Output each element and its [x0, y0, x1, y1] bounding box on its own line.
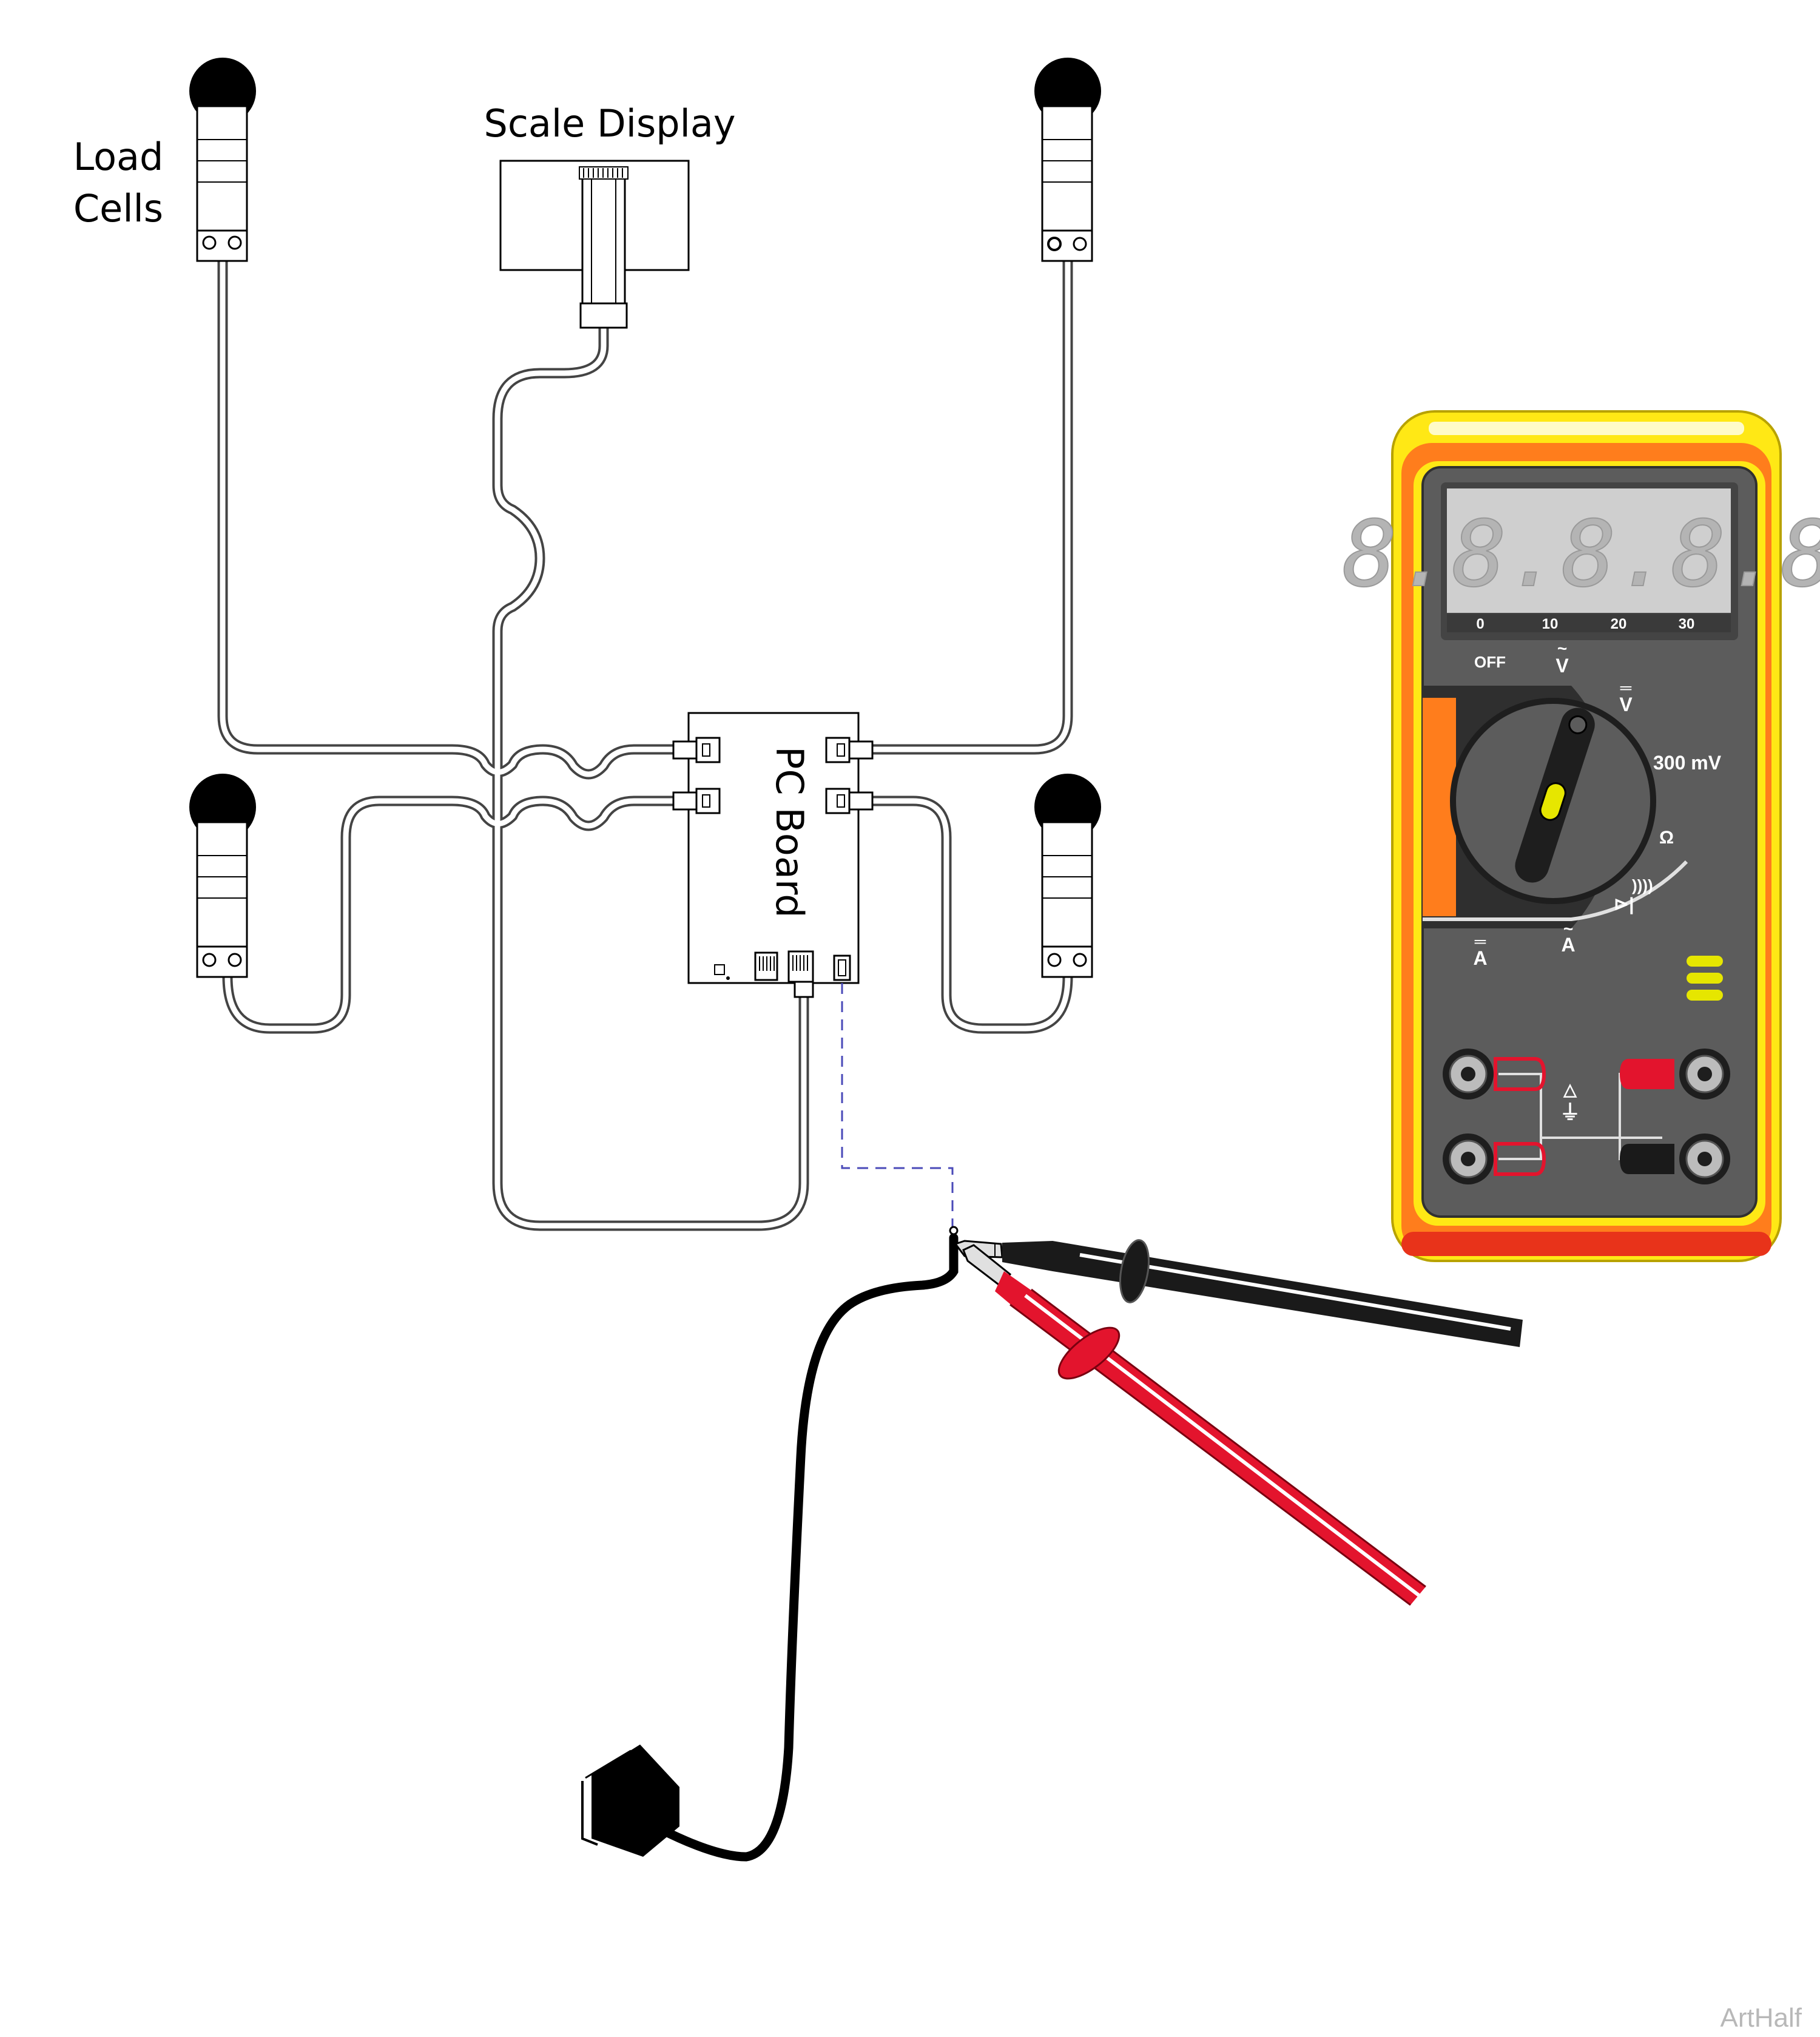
test-point-leader [841, 983, 954, 1232]
load-cells-label-line2: Cells [73, 186, 163, 231]
selector-pointer [1515, 708, 1595, 883]
jack-bottom-right-black[interactable] [1620, 1133, 1730, 1184]
dial-dc-volts-label: V [1619, 694, 1633, 715]
meter-display [1447, 488, 1731, 613]
warning-symbol: △ [1563, 1080, 1577, 1099]
dial-ac-amps-symbol: ~ [1563, 919, 1573, 938]
dial-millivolts-label: 300 mV [1653, 752, 1722, 774]
dial-diode-icon: ⊳| [1614, 894, 1634, 914]
meter-scale-tick: 0 [1476, 616, 1484, 632]
dial-ac-amps-label: A [1561, 934, 1575, 956]
black-probe [954, 1239, 1523, 1347]
dial-dc-amps-symbol: ═ [1474, 932, 1486, 950]
red-probe [962, 1244, 1426, 1606]
load-cell-top-right [1034, 58, 1101, 262]
dial-off-label: OFF [1474, 653, 1506, 671]
meter-scale-tick: 10 [1542, 616, 1559, 632]
meter-scale-bar [1447, 614, 1731, 632]
scale-display-label: Scale Display [484, 101, 735, 146]
dial-dc-volts-symbol: ═ [1620, 678, 1632, 697]
multimeter: 8.8.8.8.8 0 10 20 30 OFF V ~ V ═ 300 mV … [1342, 410, 1820, 1262]
dial-ohms-label: Ω [1659, 828, 1674, 848]
meter-display-digits: 8.8.8.8.8 [1343, 502, 1820, 607]
load-cells-label-line1: Load [73, 135, 164, 179]
watermark: ArtHalf [1721, 2003, 1802, 2033]
ground-symbol: ⏚ [1560, 1101, 1580, 1124]
dial-ac-volts-symbol: ~ [1557, 639, 1567, 658]
cables [217, 252, 1073, 1231]
power-cord [581, 1226, 959, 1862]
load-cell-bottom-left [189, 774, 256, 978]
meter-scale-tick: 30 [1679, 616, 1695, 632]
scale-display [499, 160, 690, 329]
pc-board: PC Board [672, 712, 874, 998]
meter-scale-tick: 20 [1611, 616, 1627, 632]
load-cell-top-left [189, 58, 256, 262]
dial-continuity-icon: )))) [1632, 876, 1653, 894]
jack-top-left[interactable] [1443, 1049, 1546, 1100]
jack-bottom-left[interactable] [1443, 1133, 1546, 1184]
load-cell-bottom-right [1034, 774, 1101, 978]
dial-dc-amps-label: A [1473, 947, 1487, 969]
meter-side-buttons[interactable] [1687, 956, 1723, 1001]
jack-top-right-red[interactable] [1620, 1049, 1730, 1100]
dial-ac-volts-label: V [1555, 655, 1569, 677]
pc-board-label: PC Board [767, 746, 812, 918]
